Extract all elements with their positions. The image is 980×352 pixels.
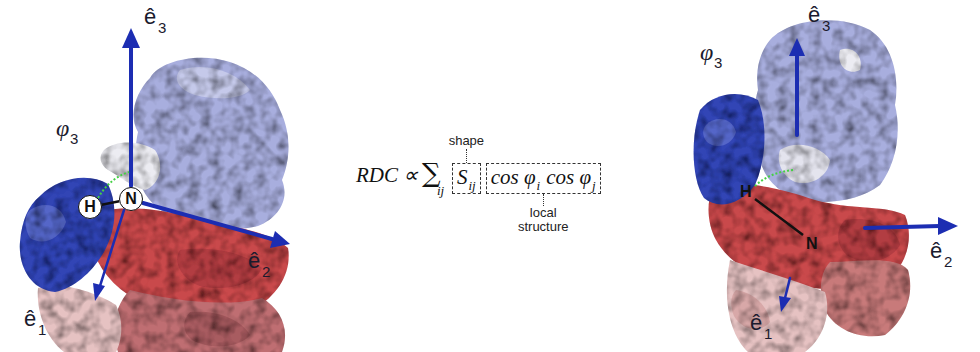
angle-markers <box>98 170 794 198</box>
drawn-shape <box>122 28 140 48</box>
drawn-shape <box>779 296 791 312</box>
drawn-shape <box>20 178 115 292</box>
drawn-shape <box>785 278 790 298</box>
right-protein-surface <box>694 20 911 352</box>
term-caption: shape <box>449 134 484 148</box>
sum-index: ij <box>437 184 444 197</box>
formula-symbol: j <box>592 179 596 192</box>
drawn-shape <box>938 217 958 235</box>
label-holder: ∑ <box>422 160 441 186</box>
drawn-shape <box>100 210 124 286</box>
drawn-shape <box>703 119 736 146</box>
label-holder: ê <box>808 4 820 26</box>
axis-label: ê <box>750 312 762 334</box>
atom-label: N <box>125 191 137 207</box>
axis-index: 3 <box>158 20 166 35</box>
drawn-shape <box>727 260 827 352</box>
drawn-shape <box>177 249 262 288</box>
formula-symbol: S <box>457 167 468 188</box>
angle-index: 3 <box>70 131 78 146</box>
axis-label: ê <box>930 240 942 262</box>
label-holder: 3 <box>714 55 722 70</box>
drawn-shape <box>821 260 910 336</box>
axis-label: ê <box>144 6 156 28</box>
drawn-shape <box>839 49 861 72</box>
formula-term-group: cos φicos φjlocal structure <box>486 163 601 235</box>
leader-line <box>543 194 544 206</box>
formula-symbol: i <box>537 179 541 192</box>
drawn-shape <box>26 205 67 242</box>
dashed-box: cos φicos φj <box>486 163 601 194</box>
atom-label: H <box>84 199 96 215</box>
atom-label: H <box>740 184 752 200</box>
drawn-shape <box>753 20 898 202</box>
frame-axes <box>93 28 958 312</box>
label-holder: RDC ∝ <box>356 165 418 186</box>
drawn-shape <box>114 290 285 352</box>
axis-label: ê <box>24 308 36 330</box>
axis-index: 1 <box>38 322 46 337</box>
label-holder: φ <box>56 116 69 140</box>
label-holder: 1 <box>38 322 46 337</box>
angle-index: 3 <box>714 55 722 70</box>
drawn-shape <box>177 67 250 98</box>
formula-symbol: cos φ <box>546 167 591 188</box>
drawn-shape <box>90 208 289 314</box>
atom-circle: N <box>119 187 143 211</box>
angle-label: φ <box>56 116 69 140</box>
label-holder: 3 <box>70 131 78 146</box>
label-holder: ê <box>248 250 260 272</box>
formula-term: RDC ∝ <box>356 165 418 186</box>
drawn-shape <box>143 203 272 239</box>
axis-index: 2 <box>262 264 270 279</box>
sum-symbol: ∑ <box>422 160 441 186</box>
axis-index: 2 <box>944 254 952 269</box>
label-holder: ê <box>930 240 942 262</box>
label-holder: 2 <box>944 254 952 269</box>
formula-symbol: ij <box>469 179 476 192</box>
label-holder: φ <box>700 40 713 64</box>
label-holder: ê <box>144 6 156 28</box>
drawn-shape <box>270 231 290 248</box>
axis-index: 1 <box>764 326 772 341</box>
atom-circle: H <box>78 195 102 219</box>
dashed-box: Sij <box>452 163 481 194</box>
drawn-shape <box>38 286 122 352</box>
drawn-shape <box>779 145 830 183</box>
axis-label: ê <box>248 250 260 272</box>
axis-index: 3 <box>822 18 830 33</box>
angle-label: φ <box>700 40 713 64</box>
leader-line <box>466 149 467 163</box>
term-caption: local structure <box>507 206 579 235</box>
label-holder: 3 <box>158 20 166 35</box>
drawn-shape <box>184 312 250 347</box>
bond-line <box>102 201 119 204</box>
formula-term-group: shapeSij <box>449 134 484 193</box>
axis-label: ê <box>808 4 820 26</box>
label-holder: H <box>740 184 752 200</box>
atom-label: N <box>806 236 818 252</box>
label-holder: 3 <box>822 18 830 33</box>
drawn-shape <box>129 44 133 186</box>
bond-line <box>755 199 803 235</box>
drawn-shape <box>755 170 794 186</box>
drawn-shape <box>694 94 765 204</box>
drawn-shape <box>865 226 940 228</box>
label-holder: ij <box>437 184 444 197</box>
label-holder: 1 <box>764 326 772 341</box>
label-holder: 2 <box>262 264 270 279</box>
drawn-shape <box>134 58 289 230</box>
formula-symbol: cos φ <box>491 167 536 188</box>
label-holder: N <box>806 236 818 252</box>
label-holder: ê <box>24 308 36 330</box>
drawn-shape <box>789 38 805 56</box>
left-protein-surface <box>20 58 289 352</box>
label-holder: ê <box>750 312 762 334</box>
drawn-shape <box>795 52 799 135</box>
drawn-shape <box>93 283 105 301</box>
